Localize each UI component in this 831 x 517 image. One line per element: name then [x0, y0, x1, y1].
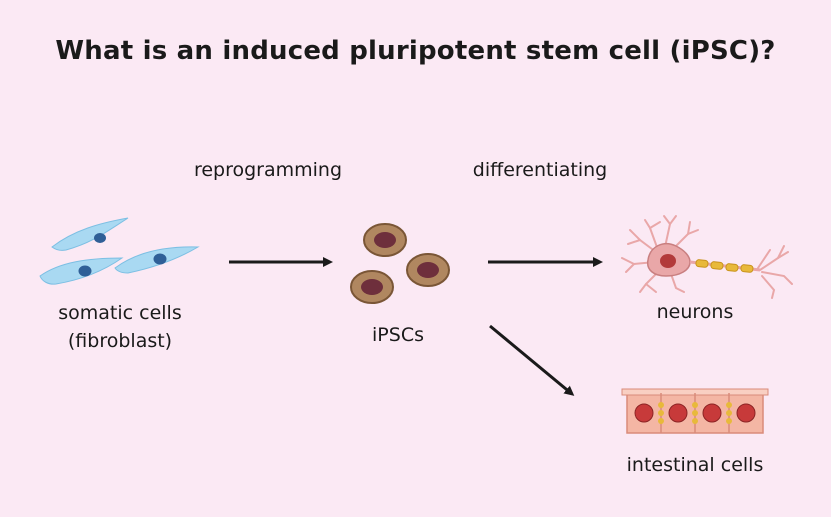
ipsc-cell [363, 223, 407, 257]
label-somatic-cells: somatic cells (fibroblast) [15, 299, 225, 355]
step-label-differentiating: differentiating [472, 159, 608, 181]
ipsc-cell [350, 270, 394, 304]
step-label-reprogramming: reprogramming [193, 159, 343, 181]
fibroblast-cell [39, 257, 124, 285]
label-neurons: neurons [656, 301, 734, 323]
intestinal-cells-icon [621, 388, 769, 434]
fibroblast-cell [51, 217, 129, 251]
diagram-title: What is an induced pluripotent stem cell… [55, 36, 776, 66]
neuron-icon [621, 215, 793, 299]
fibroblast-cells-icon [39, 217, 200, 285]
label-somatic-cells-line1: somatic cells [58, 302, 182, 324]
ipsc-cell [406, 253, 450, 287]
label-somatic-cells-line2: (fibroblast) [67, 330, 173, 352]
ipsc-cells-icon [350, 223, 450, 304]
arrow-to-intestinal [489, 324, 575, 396]
label-intestinal-cells: intestinal cells [626, 454, 764, 476]
fibroblast-cell [114, 246, 200, 274]
label-ipscs: iPSCs [372, 324, 424, 346]
